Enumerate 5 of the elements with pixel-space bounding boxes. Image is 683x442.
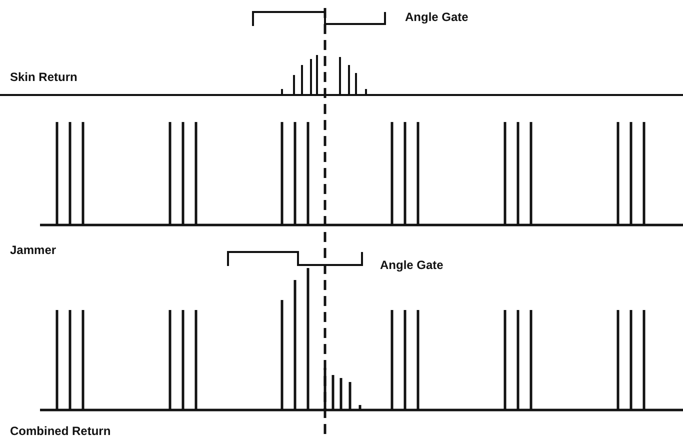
trace-label: Jammer bbox=[10, 243, 56, 257]
gate-label: Angle Gate bbox=[380, 258, 444, 272]
gate-label: Angle Gate bbox=[405, 10, 468, 24]
trace-label: Skin Return bbox=[10, 70, 78, 84]
trace-label: Combined Return bbox=[10, 424, 111, 438]
